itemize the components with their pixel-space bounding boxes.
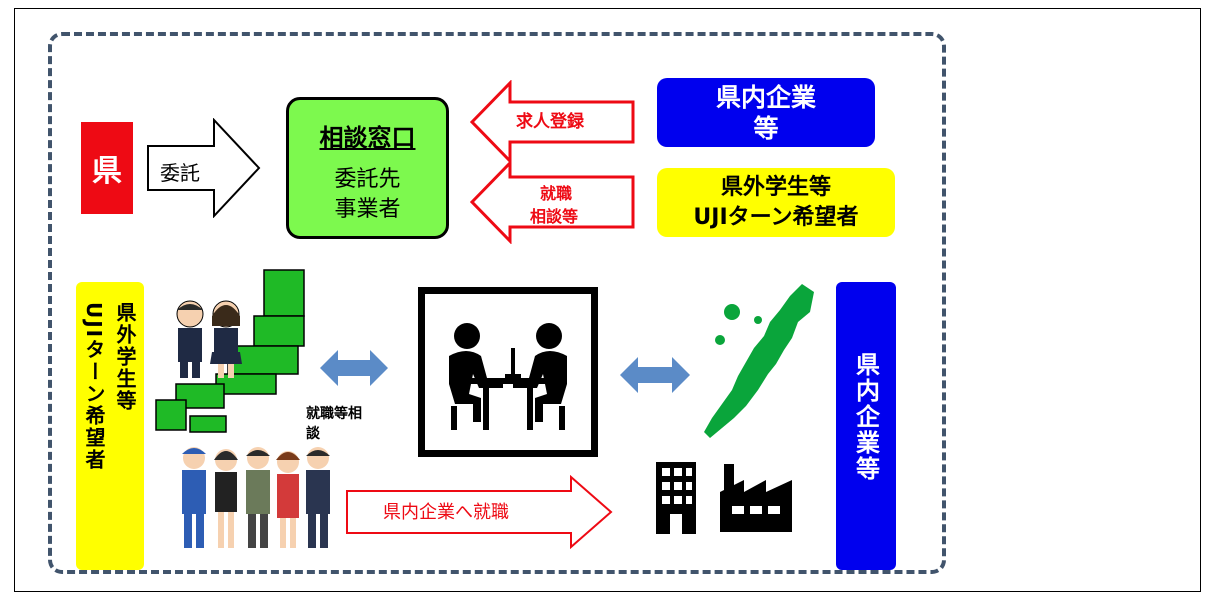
students-icon	[176, 300, 242, 378]
office-building-icon	[656, 462, 696, 534]
companies-box-top: 県内企業 等	[657, 78, 875, 147]
students-box-top: 県外学生等 UJIターン希望者	[657, 168, 895, 237]
consult-caption-1: 就職等相	[306, 406, 362, 422]
dashed-boundary	[48, 32, 946, 574]
consultation-window-box: 相談窓口 委託先 事業者	[286, 97, 449, 239]
job-registration-arrow	[470, 80, 635, 164]
consultation-title: 相談窓口	[319, 124, 416, 152]
consult-caption-2: 談	[306, 426, 320, 442]
job-consult-label-1: 就職	[540, 184, 573, 203]
meeting-icon	[449, 323, 567, 430]
commission-label: 委託	[160, 161, 200, 185]
commission-arrow	[147, 118, 261, 218]
job-registration-label: 求人登録	[516, 112, 584, 132]
students-column-text-1: 県外学生等	[113, 302, 137, 412]
prefecture-box: 県	[81, 122, 133, 214]
consultation-line-2: 事業者	[334, 197, 401, 222]
meeting-pictogram	[418, 287, 598, 457]
left-double-arrow	[320, 350, 388, 386]
prefecture-label: 県	[92, 154, 122, 189]
companies-column: 県内企業等	[836, 282, 896, 570]
companies-top-line-2: 等	[753, 113, 779, 143]
students-top-line-2: UJIターン希望者	[693, 204, 859, 230]
employment-label: 県内企業へ就職	[383, 502, 509, 523]
japan-map-icon	[155, 269, 305, 433]
factory-icon	[720, 464, 792, 532]
students-column-text-2: UJIターン希望者	[82, 302, 106, 472]
outer-frame	[14, 8, 1201, 592]
companies-top-line-1: 県内企業	[715, 82, 816, 112]
students-column: 県外学生等 UJIターン希望者	[76, 282, 144, 570]
consultation-line-1: 委託先	[334, 167, 401, 192]
workers-icon	[182, 447, 330, 548]
right-double-arrow	[620, 357, 690, 393]
job-consult-arrow	[470, 160, 635, 244]
students-top-line-1: 県外学生等	[720, 174, 831, 200]
companies-column-text: 県内企業等	[851, 352, 880, 482]
job-consult-label-2: 相談等	[530, 207, 579, 226]
okinawa-map-icon	[704, 284, 814, 438]
employment-arrow	[346, 475, 613, 549]
